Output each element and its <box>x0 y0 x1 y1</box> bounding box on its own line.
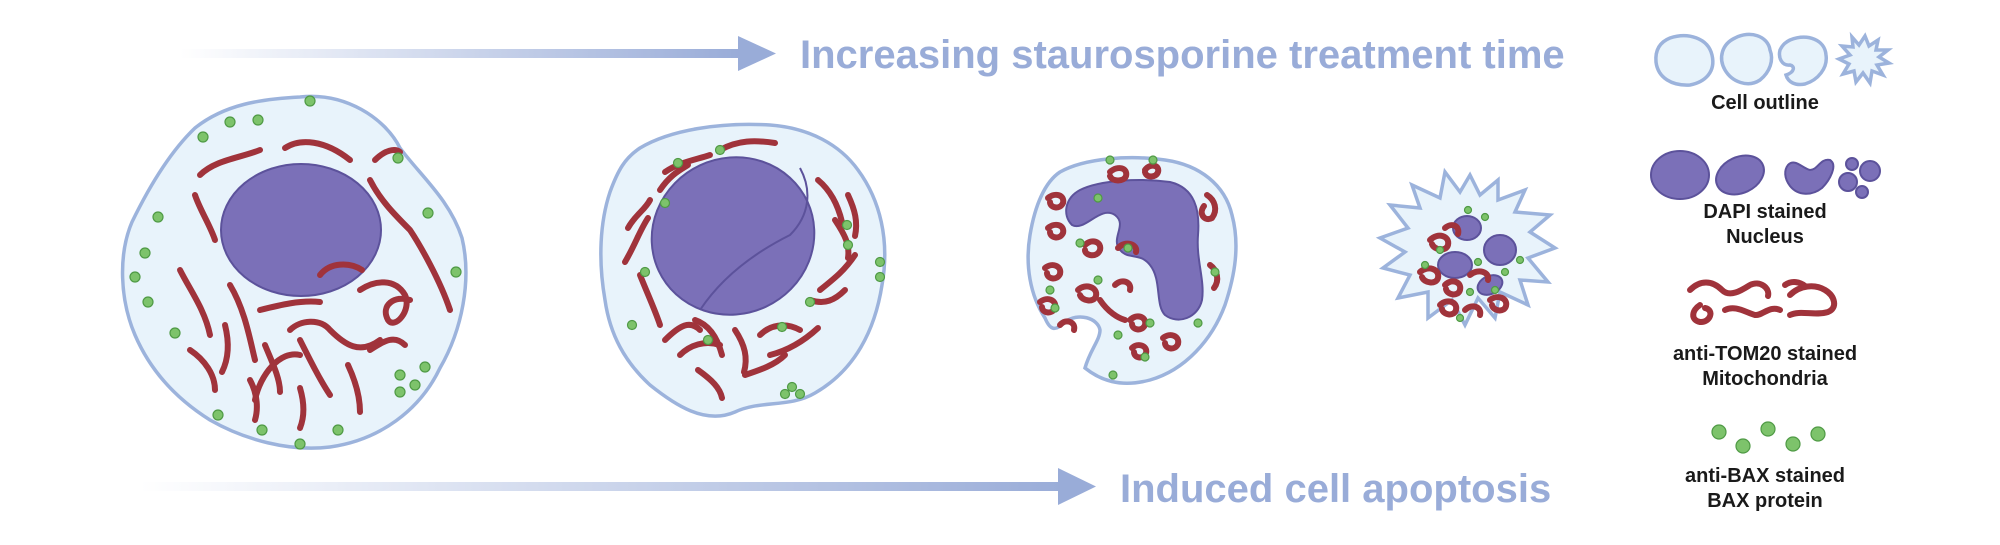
shrinking-cell <box>599 122 887 418</box>
nucleus-fragment <box>1437 251 1473 279</box>
legend: Cell outline DAPI stained Nucleus anti-T… <box>1650 31 1894 512</box>
legend-bax-label-2: BAX protein <box>1707 490 1823 512</box>
nucleus-fragment <box>1483 234 1517 266</box>
bottom-arrow: Induced cell apoptosis <box>140 467 1551 511</box>
legend-mitochondria-label-2: Mitochondria <box>1702 368 1828 390</box>
bottom-arrow-label: Induced cell apoptosis <box>1120 467 1551 511</box>
legend-cell-outline-swatches <box>1654 31 1894 88</box>
apoptotic-cell <box>1375 167 1559 329</box>
bottom-arrow-head <box>1058 468 1096 505</box>
legend-nucleus-swatches <box>1650 150 1881 200</box>
top-arrow-head <box>738 36 776 71</box>
legend-nucleus-label-2: Nucleus <box>1726 226 1804 248</box>
healthy-cell-bax <box>129 95 462 450</box>
legend-mitochondria-swatches <box>1687 279 1838 325</box>
condensed-cell <box>1026 155 1238 385</box>
top-arrow-shaft <box>180 49 740 58</box>
bottom-arrow-shaft <box>140 482 1070 491</box>
legend-bax-label-1: anti-BAX stained <box>1685 465 1845 487</box>
legend-nucleus-label-1: DAPI stained <box>1703 201 1826 223</box>
apoptotic-cell-bax <box>1420 205 1525 323</box>
legend-bax-swatches <box>1711 421 1826 454</box>
top-arrow-label: Increasing staurosporine treatment time <box>800 33 1565 77</box>
healthy-cell-mitochondria <box>177 139 453 431</box>
top-arrow: Increasing staurosporine treatment time <box>180 33 1565 77</box>
legend-mitochondria-label-1: anti-TOM20 stained <box>1673 343 1857 365</box>
legend-cell-outline-label: Cell outline <box>1711 92 1819 114</box>
apoptotic-cell-outline <box>1375 167 1559 329</box>
apoptotic-cell-mitochondria <box>1417 222 1510 318</box>
healthy-cell-nucleus <box>220 163 382 297</box>
shrinking-cell-bax <box>626 144 886 400</box>
condensed-cell-bax <box>1045 155 1220 380</box>
shrinking-cell-nucleus-fold <box>699 167 809 311</box>
healthy-cell <box>120 94 468 450</box>
